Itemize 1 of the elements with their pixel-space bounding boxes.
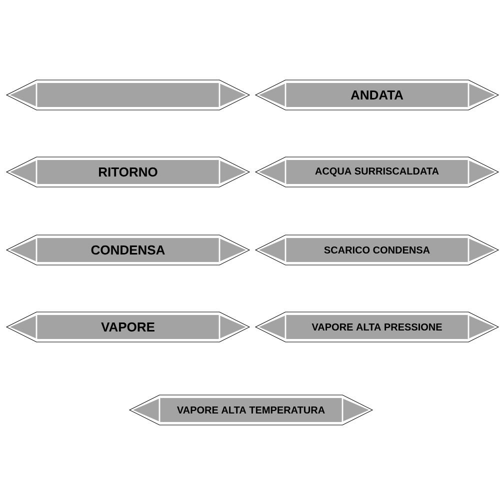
pipe-marker xyxy=(6,80,250,110)
